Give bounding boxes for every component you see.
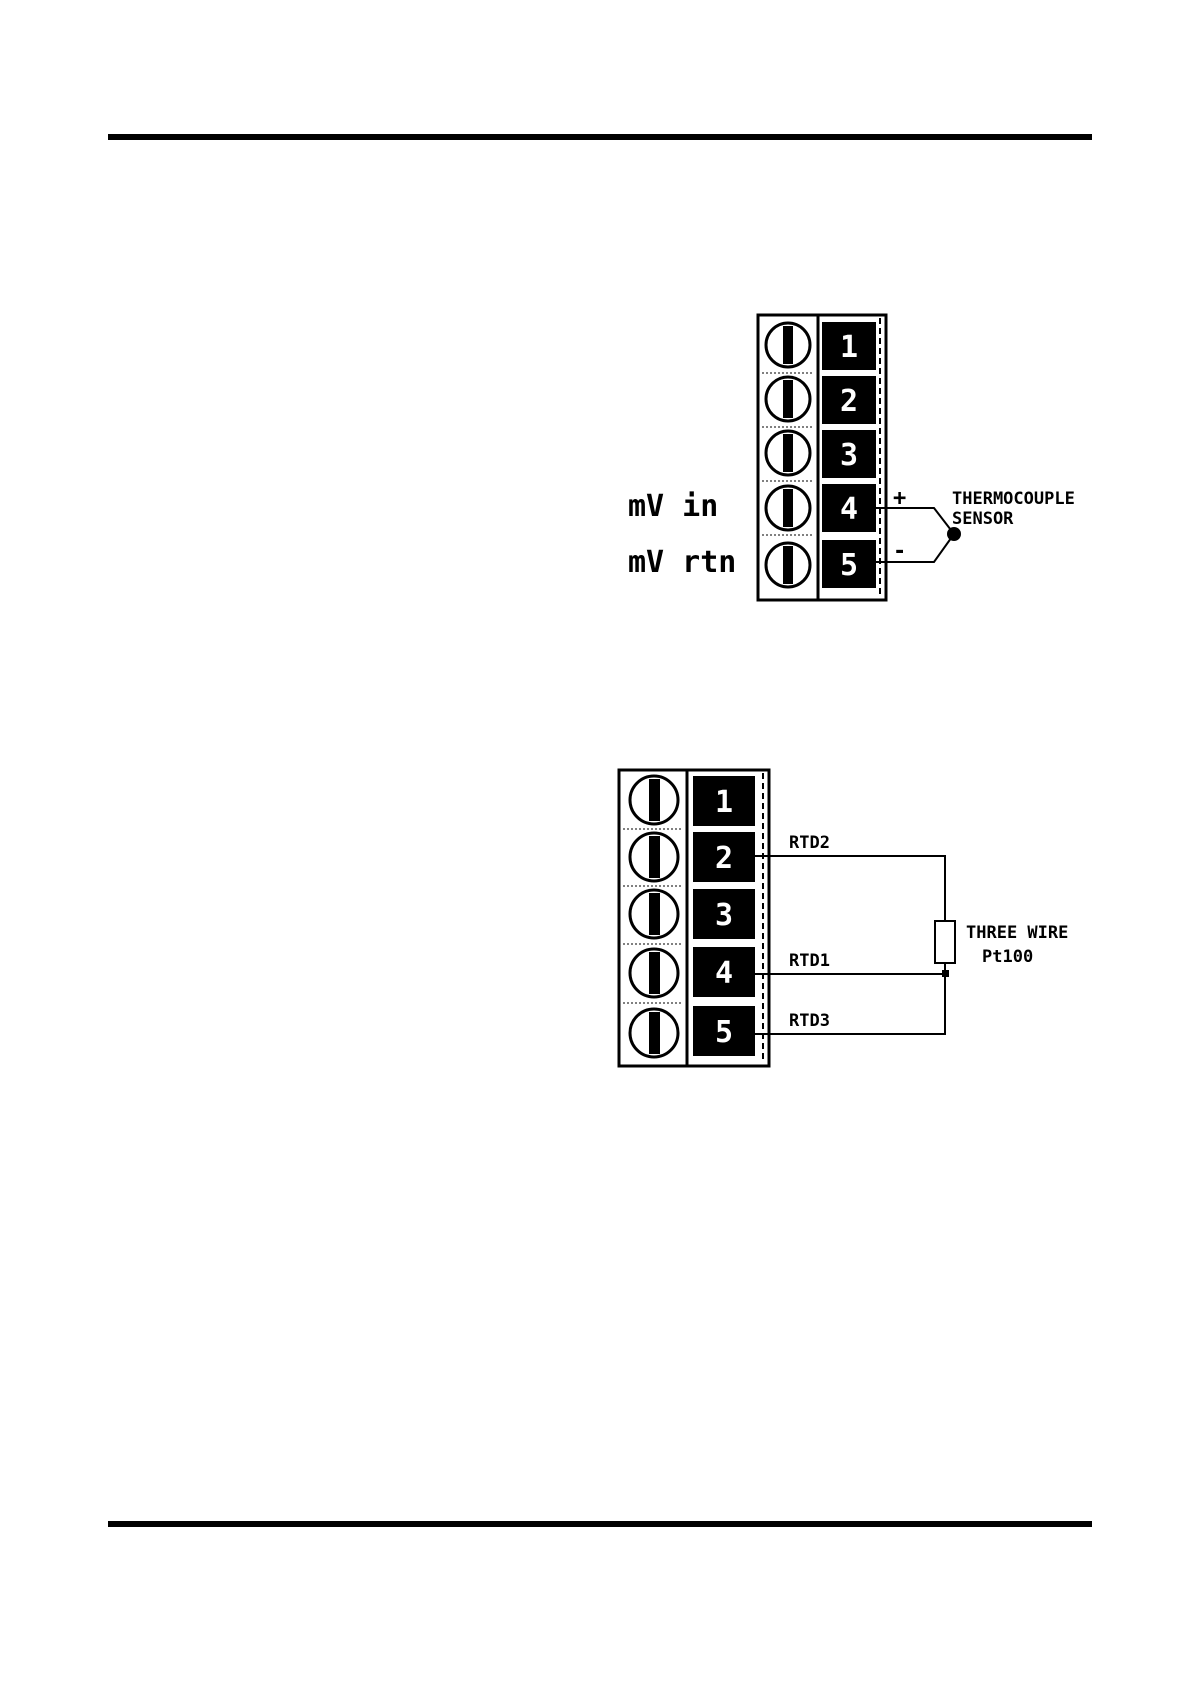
tc-terminal-1-number: 1 (840, 330, 858, 365)
tc-terminal-4-number: 4 (840, 492, 858, 527)
rtd-screw-1 (630, 776, 678, 824)
tc-terminal-block: 1 2 3 4 5 (758, 315, 886, 600)
rtd-terminal-5-number: 5 (715, 1015, 733, 1050)
thermocouple-wiring (876, 508, 954, 562)
tc-terminal-3-number: 3 (840, 438, 858, 473)
thermocouple-sensor-label-line2: SENSOR (952, 509, 1014, 529)
mv-rtn-label: mV rtn (628, 545, 736, 580)
plus-sign: + (893, 486, 906, 511)
tc-screw-3 (766, 431, 810, 475)
rtd-terminal-block: 1 2 3 4 5 (619, 770, 769, 1066)
tc-screw-2 (766, 377, 810, 421)
rtd-screw-3 (630, 890, 678, 938)
tc-terminal-5-number: 5 (840, 548, 858, 583)
rtd-terminal-2-number: 2 (715, 841, 733, 876)
rtd-sensor-label-line2: Pt100 (982, 947, 1033, 967)
rtd-screw-5 (630, 1009, 678, 1057)
mv-in-label: mV in (628, 489, 718, 524)
rtd-sensor-label-line1: THREE WIRE (966, 923, 1068, 943)
minus-sign: - (893, 539, 906, 564)
tc-terminal-2-number: 2 (840, 384, 858, 419)
rtd-terminal-4-number: 4 (715, 956, 733, 991)
tc-screw-1 (766, 323, 810, 367)
tc-screw-4 (766, 486, 810, 530)
thermocouple-diagram: 1 2 3 4 5 mV in mV rtn + - THERMOCOUPLE … (628, 315, 1075, 600)
rtd-diagram: 1 2 3 4 5 RTD2 RTD1 RTD3 THREE WIRE Pt10… (619, 770, 1068, 1066)
rtd2-wire-label: RTD2 (789, 833, 830, 853)
rtd-screw-4 (630, 949, 678, 997)
rtd3-wire-label: RTD3 (789, 1011, 830, 1031)
thermocouple-sensor-label-line1: THERMOCOUPLE (952, 489, 1075, 509)
rtd-terminal-1-number: 1 (715, 785, 733, 820)
rtd-screw-2 (630, 833, 678, 881)
rtd-terminal-3-number: 3 (715, 898, 733, 933)
rtd-wiring (755, 856, 945, 1034)
rtd1-wire-label: RTD1 (789, 951, 830, 971)
thermocouple-junction (947, 527, 961, 541)
pt100-resistor (935, 921, 955, 963)
rtd-junction (942, 970, 949, 977)
tc-screw-5 (766, 543, 810, 587)
